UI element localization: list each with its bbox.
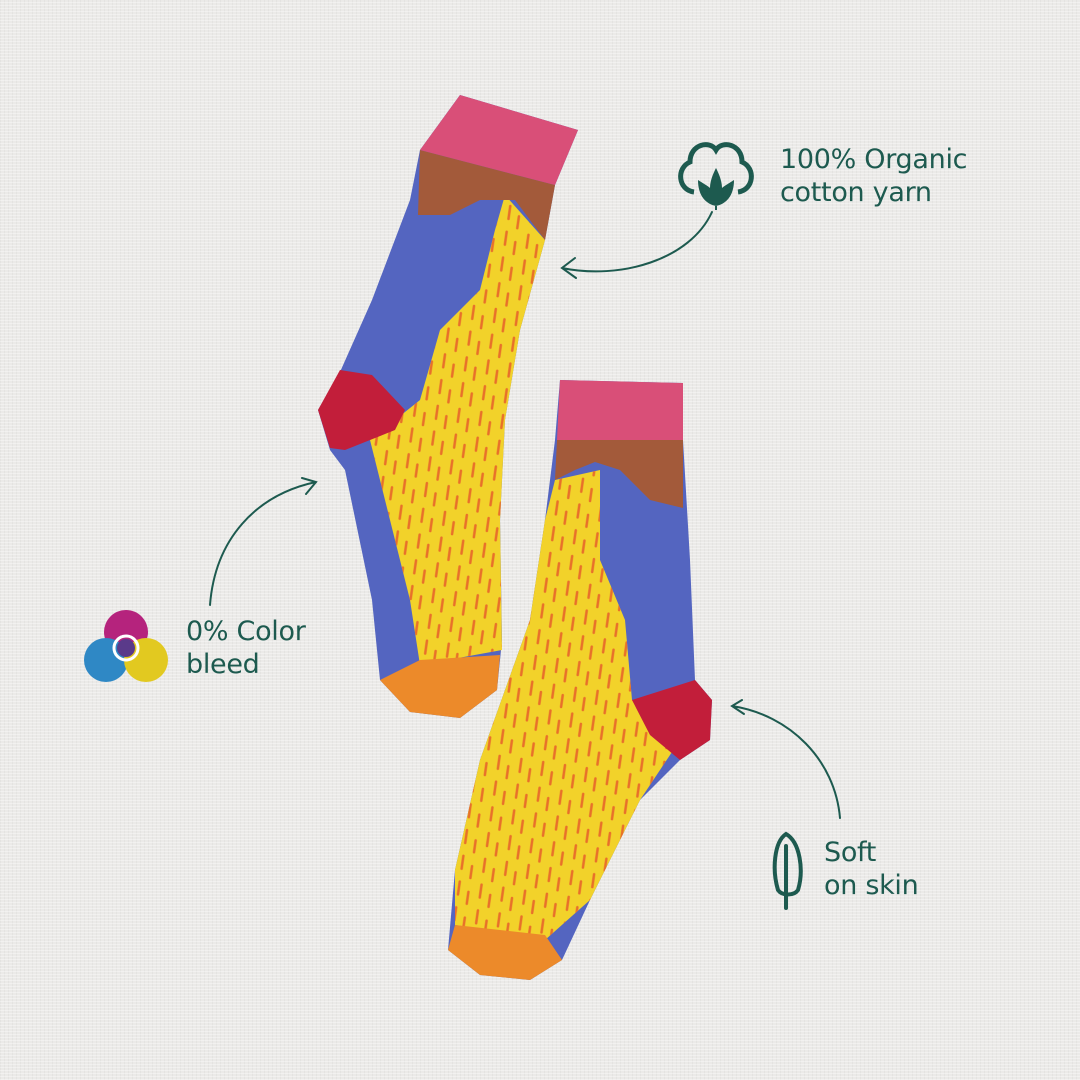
feature-line: 0% Color <box>186 616 306 647</box>
cotton-flower-icon <box>678 142 754 210</box>
feature-color-bleed: 0% Color bleed <box>186 615 306 681</box>
arrow-color <box>209 477 318 606</box>
feature-line: cotton yarn <box>780 177 932 208</box>
feature-line: Soft <box>824 837 877 868</box>
arrow-soft <box>730 699 841 819</box>
right-sock <box>448 380 712 980</box>
feature-soft: Soft on skin <box>824 836 919 902</box>
arrow-cotton <box>560 211 713 279</box>
feature-line: 100% Organic <box>780 144 968 175</box>
feather-icon <box>772 831 803 910</box>
color-circles-icon <box>84 610 168 682</box>
feature-line: bleed <box>186 649 260 680</box>
left-sock <box>318 95 578 718</box>
feature-line: on skin <box>824 870 919 901</box>
feature-organic-cotton: 100% Organic cotton yarn <box>780 143 968 209</box>
